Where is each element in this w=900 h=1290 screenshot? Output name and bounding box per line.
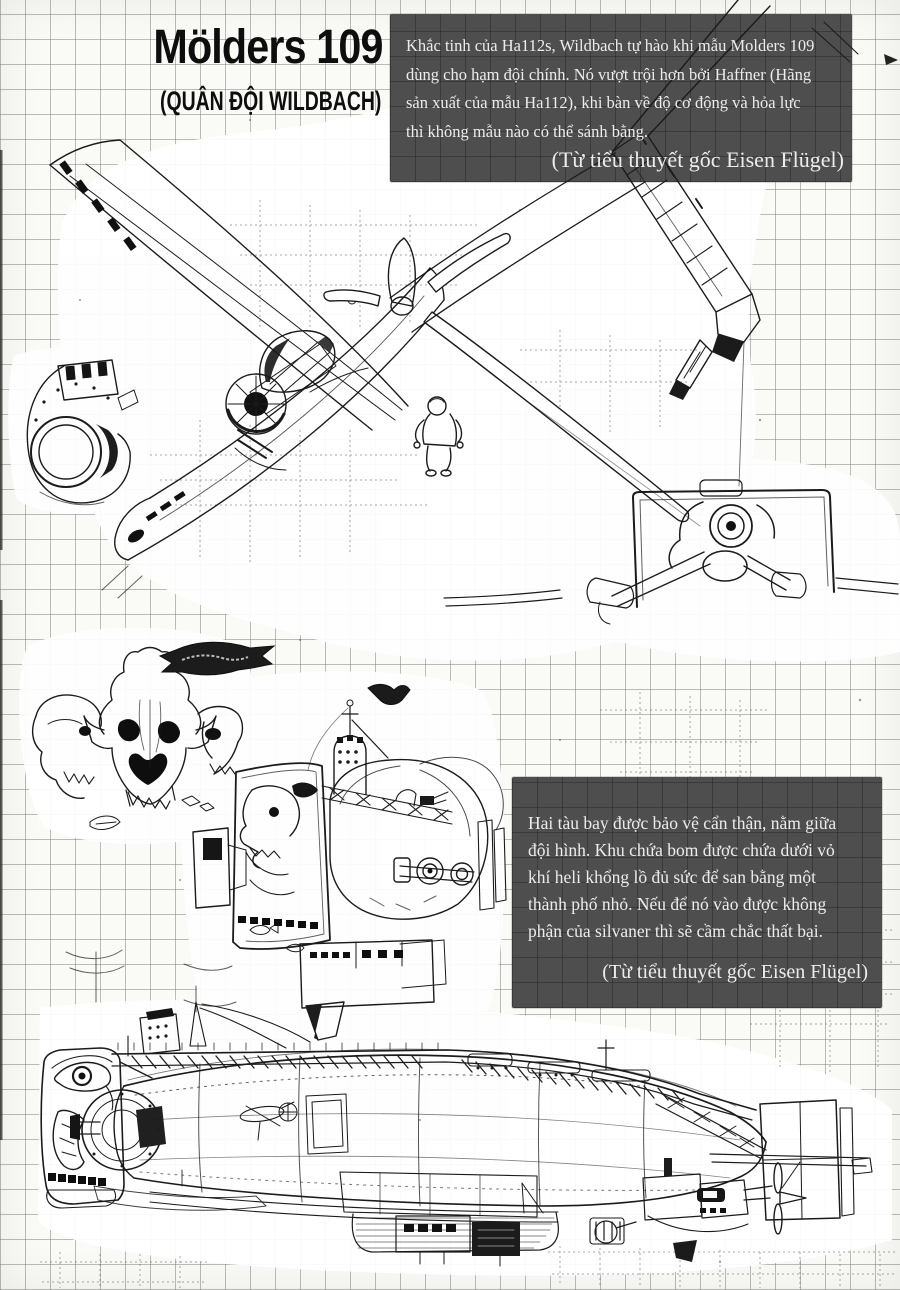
caption-molders-attribution: (Từ tiểu thuyết gốc Eisen Flügel) [551, 147, 844, 172]
engine-cowling-sketch [26, 359, 139, 506]
carrier-airship-sketch [40, 1001, 873, 1267]
caption-box-carrier [512, 777, 882, 1008]
ink-specks [79, 119, 862, 1263]
page-title: Mölders 109 [153, 21, 383, 74]
construction-lines [40, 200, 895, 1288]
wolf-skull-sketch [31, 646, 244, 830]
page-subtitle: (QUÂN ĐỘI WILDBACH) [160, 86, 382, 116]
caption-molders-text: Khắc tinh của Ha112s, Wildbach tự hào kh… [406, 36, 815, 141]
paper-patches [8, 51, 900, 1276]
scan-edge [0, 150, 3, 1140]
wing-mechanism-sketch [443, 479, 899, 625]
molders-109-aircraft-sketch [49, 139, 701, 599]
pilot-figure-sketch [413, 396, 464, 477]
caption-carrier-attribution: (Từ tiểu thuyết gốc Eisen Flügel) [602, 961, 868, 983]
caption-carrier-text: Hai tàu bay được bảo vệ cẩn thận, nằm gi… [528, 813, 837, 941]
escort-airship-sketch [65, 699, 507, 1041]
margin-arrow-mark [884, 54, 898, 65]
escort-flag [367, 683, 411, 705]
ribbon-banner [158, 641, 276, 676]
